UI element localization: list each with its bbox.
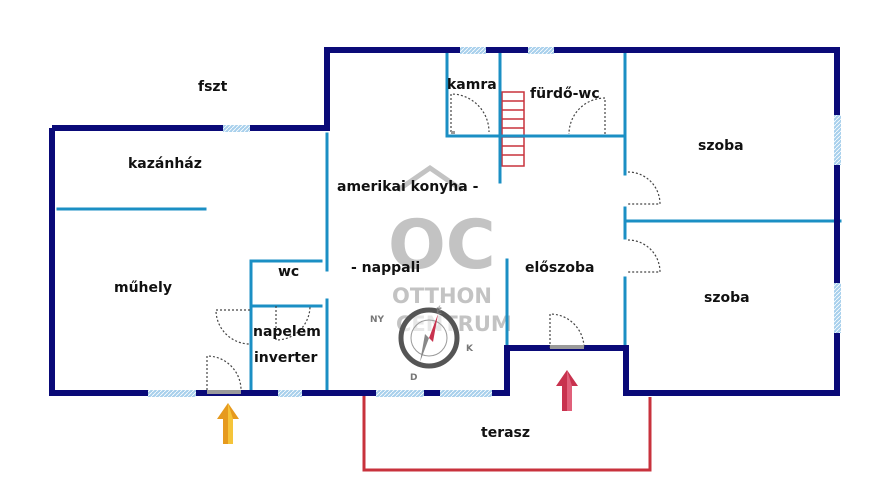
window [278,390,302,397]
window [528,47,554,54]
door-panels [207,131,584,394]
watermark-line1: OTTHON [392,284,492,308]
inner-walls [56,52,842,392]
door-swing [206,355,242,391]
room-label-konyha-line1: amerikai konyha - [337,179,479,195]
entrance-arrow-main [556,370,578,411]
window [440,390,492,397]
window [834,283,841,333]
windows [148,47,841,397]
room-label-furdo: fürdő-wc [530,86,600,102]
compass-needle-south [420,334,429,362]
window [834,115,841,165]
stairs [501,91,525,167]
room-label-eloszoba: előszoba [525,260,594,276]
room-label-szoba-1: szoba [698,138,744,154]
outer-walls [49,47,840,396]
watermark: OC OTTHON CENTRUM [388,164,512,336]
compass: É D K NY [370,305,474,383]
room-label-kazanhaz: kazánház [128,156,202,172]
window [148,390,196,397]
watermark-logo: OC [388,206,496,285]
room-label-inverter: inverter [254,350,317,366]
compass-east: K [466,344,474,354]
window [376,390,424,397]
watermark-roof-icon [396,164,464,193]
door-swing [450,93,490,133]
compass-south: D [410,373,417,383]
door-swing [215,309,251,345]
door-swing [627,239,661,273]
room-label-konyha-line2: - nappali [351,260,420,276]
compass-west: NY [370,315,385,325]
room-label-wc: wc [278,264,299,280]
room-label-muhely: műhely [114,280,172,296]
room-label-kamra: kamra [447,77,497,93]
room-label-terasz: terasz [481,425,530,441]
entrance-arrow-side [217,403,239,444]
door-swing [568,97,606,135]
floor-label: fszt [198,79,228,95]
door-swing [549,313,585,349]
room-label-szoba-2: szoba [704,290,750,306]
terrace-outline [362,394,652,472]
compass-needle-north [429,314,438,342]
window [223,125,250,132]
door-swing [275,305,311,341]
door-swing [627,171,661,205]
compass-north: É [436,305,442,317]
room-label-napelem: napelem [253,324,321,340]
doors [206,93,661,391]
window [460,47,486,54]
